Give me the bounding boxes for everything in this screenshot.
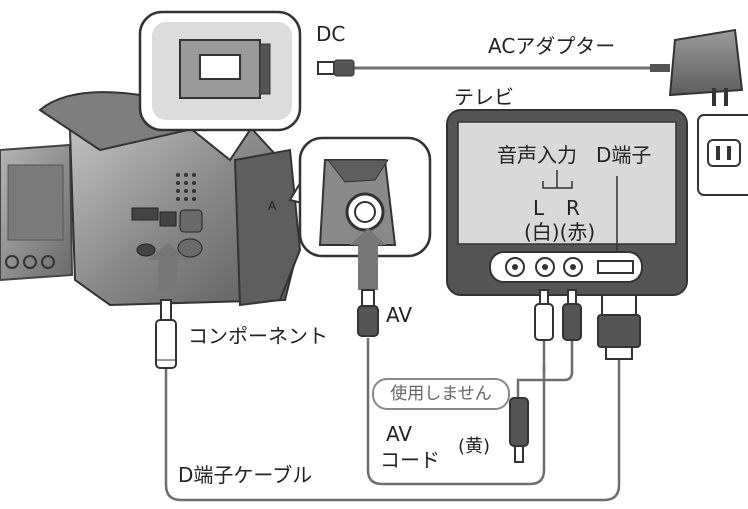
cables — [164, 338, 621, 502]
wall-outlet-icon — [697, 114, 748, 196]
av-cord-label-line2: コード — [380, 448, 440, 472]
dc-plug-icon — [317, 59, 670, 77]
unused-label: 使用しません — [372, 378, 510, 410]
ac-adapter-icon — [668, 28, 744, 106]
d-terminal-label: D端子 — [596, 143, 652, 167]
yellow-label: (黄) — [458, 436, 491, 457]
d-terminal-plug-icon — [155, 294, 641, 369]
dc-jack-closeup — [138, 10, 302, 162]
right-channel-label: R — [566, 196, 580, 220]
component-label: コンポーネント — [188, 324, 328, 348]
av-plug-label: AV — [386, 303, 413, 327]
white-red-label: (白)(赤) — [524, 220, 596, 244]
left-channel-label: L — [533, 196, 545, 220]
d-cable-label: D端子ケーブル — [178, 463, 313, 487]
audio-input-label: 音声入力 — [497, 143, 577, 167]
tv-label: テレビ — [454, 85, 514, 109]
av-cord-label-line1: AV — [386, 422, 413, 446]
arrow-icon — [148, 228, 386, 290]
av-jack-closeup — [288, 136, 432, 258]
svg-text:A: A — [268, 199, 277, 213]
rca-plug-icon — [357, 289, 582, 463]
tv-icon — [446, 109, 688, 296]
ac-adapter-label: ACアダプター — [488, 34, 616, 58]
dc-label: DC — [316, 22, 346, 46]
